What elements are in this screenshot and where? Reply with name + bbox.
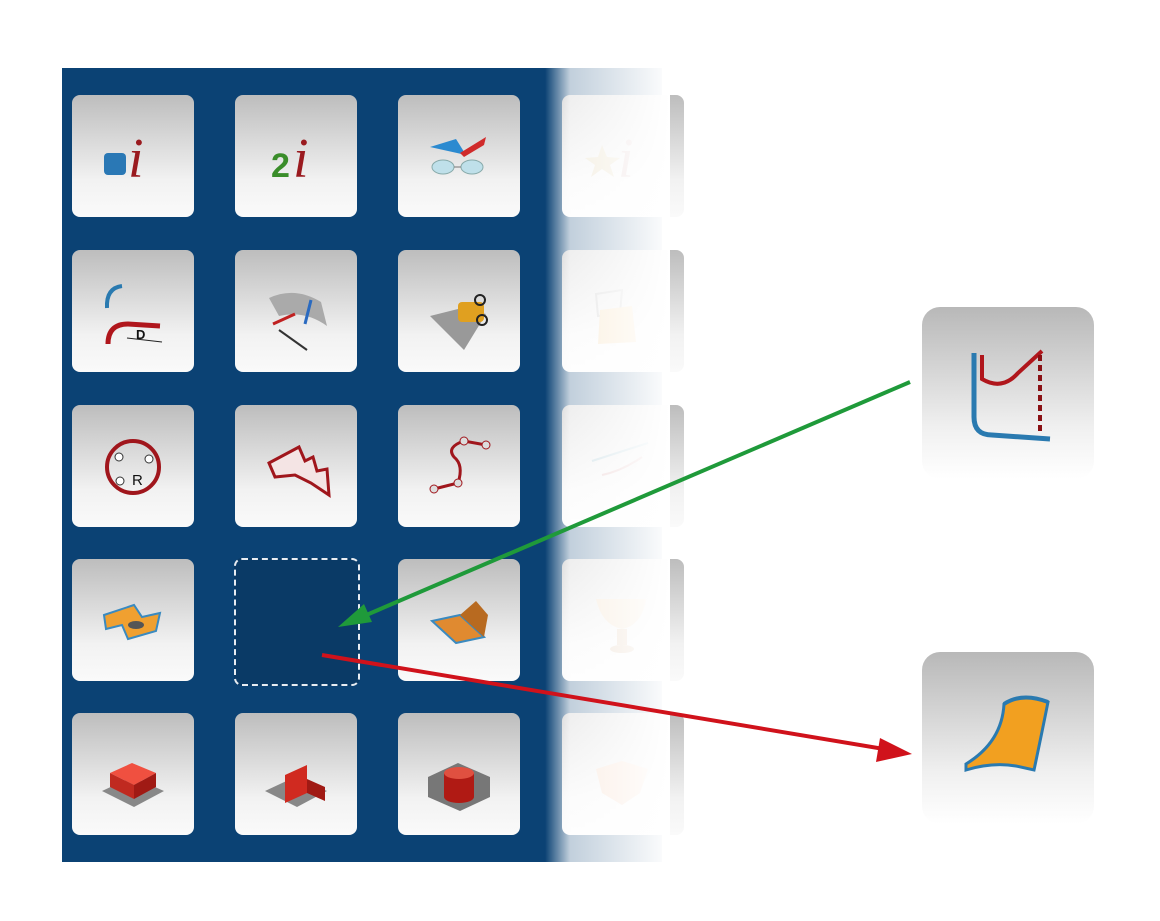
palette-fade-overlay — [545, 60, 670, 870]
review-glasses-tile[interactable] — [398, 95, 520, 217]
surface-normals-icon — [269, 292, 327, 351]
info-cube-icon: i — [104, 128, 144, 190]
svg-text:2: 2 — [271, 147, 290, 185]
swept-surface-tile[interactable] — [922, 652, 1094, 824]
planar-hole-icon — [102, 603, 162, 641]
trim-surface-icon — [430, 294, 488, 350]
curve-distance-icon: D — [104, 284, 163, 345]
info-letter: i — [128, 128, 144, 190]
trim-surface-tile[interactable] — [398, 250, 520, 372]
info-cube-tile[interactable]: i — [72, 95, 194, 217]
pocket-step-tile[interactable] — [235, 713, 357, 835]
extrude-box-icon — [102, 763, 164, 807]
red-arrow — [321, 653, 891, 752]
green-arrow — [349, 380, 911, 624]
svg-text:i: i — [293, 128, 309, 190]
extrude-profile-icon — [267, 444, 331, 498]
curve-profile-tile[interactable] — [922, 307, 1094, 479]
spline-points-tile[interactable] — [398, 405, 520, 527]
circle-radius-tile[interactable]: R — [72, 405, 194, 527]
spline-points-icon — [429, 436, 491, 494]
circle-radius-icon: R — [105, 439, 161, 495]
curve-distance-tile[interactable]: D — [72, 250, 194, 372]
svg-text:D: D — [136, 327, 145, 342]
svg-text:R: R — [132, 472, 143, 489]
fold-surface-icon — [429, 601, 488, 645]
cylinder-cut-icon — [428, 763, 490, 811]
fold-surface-tile[interactable] — [398, 559, 520, 681]
red-arrowhead — [876, 738, 912, 762]
cylinder-cut-tile[interactable] — [398, 713, 520, 835]
swept-surface-icon — [964, 695, 1050, 773]
review-glasses-icon — [430, 137, 486, 175]
extrude-box-tile[interactable] — [72, 713, 194, 835]
curve-profile-icon — [971, 349, 1051, 442]
planar-hole-tile[interactable] — [72, 559, 194, 681]
green-arrowhead — [338, 604, 372, 627]
pocket-step-icon — [265, 765, 327, 807]
surface-normals-tile[interactable] — [235, 250, 357, 372]
extrude-profile-tile[interactable] — [235, 405, 357, 527]
